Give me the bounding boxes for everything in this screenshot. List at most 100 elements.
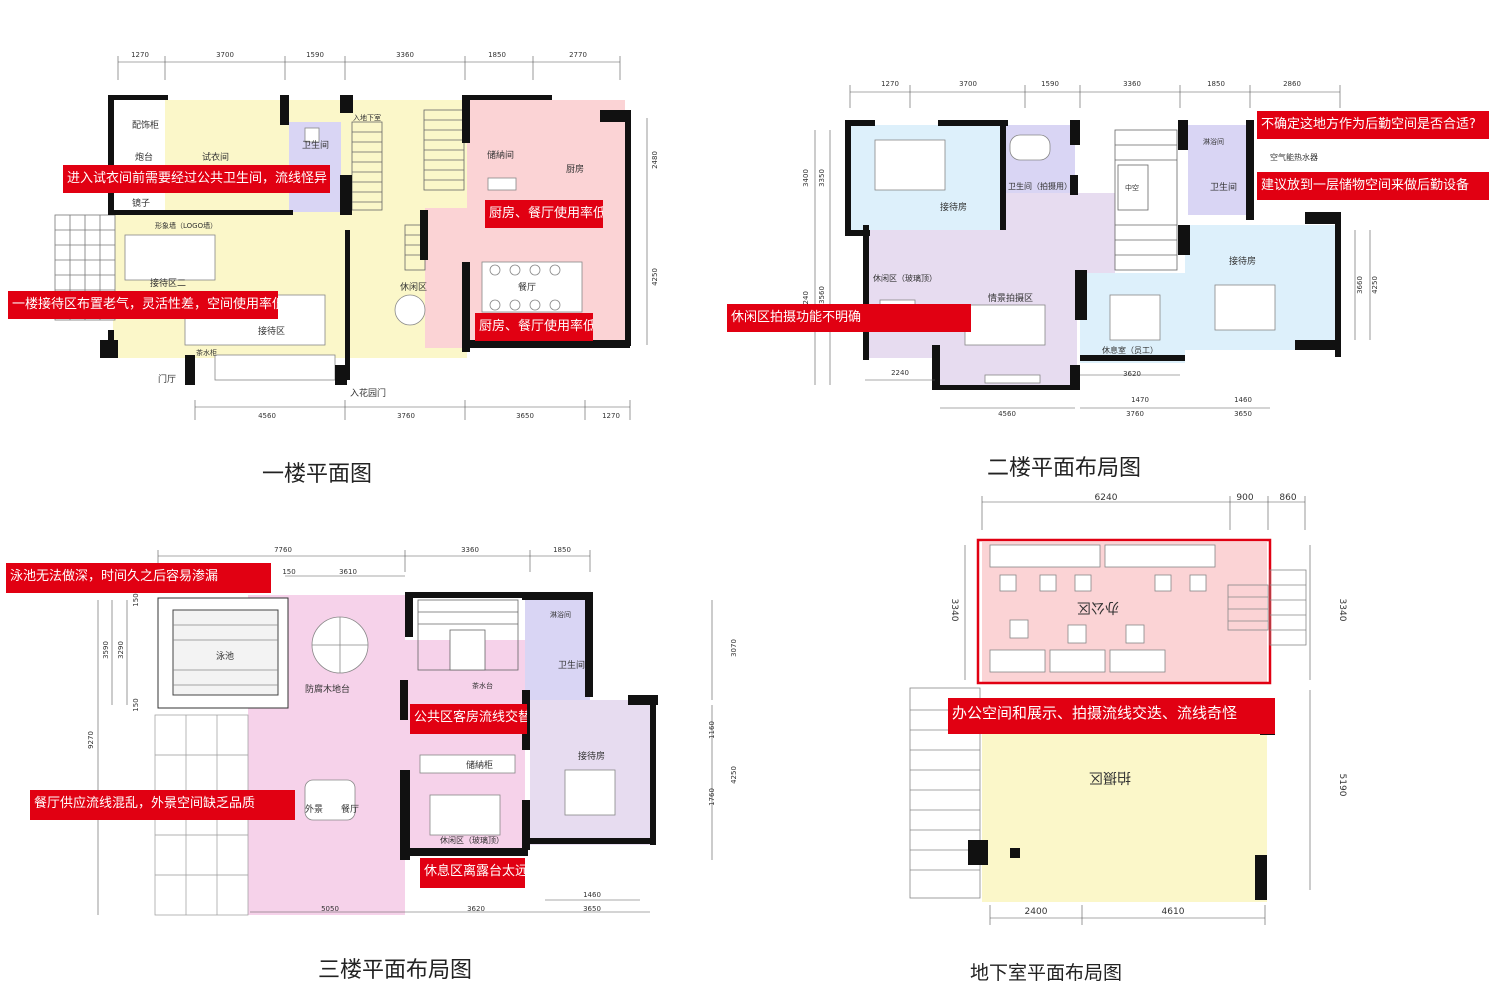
floor3-dimension-labels: 7760 3360 1850 150 3610 9270 3590 3290 1… [87,546,738,913]
floor2-dim-top-4: 3360 [1123,80,1141,88]
floor2-label-bathroom-shoot: 卫生间（拍摄用） [1008,181,1072,191]
floor3-note-pool: 泳池无法做深，时间久之后容易渗漏 [6,563,271,593]
floor3-pool [172,609,279,696]
basement-dim-bottom-2: 4610 [1162,907,1185,917]
floor3-label-dining: 餐厅 [341,803,359,815]
floor3-dim-top2-1: 150 [282,568,295,576]
floor1-note-kitchen-usage-2: 厨房、餐厅使用率低 [475,313,593,341]
floor2-label-staff-rest: 休息室（员工） [1102,345,1158,355]
floor2-label-lounge-glass: 休闲区（玻璃顶） [873,273,937,283]
basement-desks [989,544,1216,673]
floor3-pool-lines [173,624,278,686]
floor2-dim-bottom-7: 3650 [1234,410,1252,418]
floor1-label-display-cabinet: 配饰柜 [132,119,159,131]
floor2-bathroom-fill [1188,125,1246,215]
floor1-note-fitting-room-flow: 进入试衣间前需要经过公共卫生间，流线怪异 [63,165,330,193]
floor3-dim-bottom-1: 5050 [321,905,339,913]
floor1-plan: 配饰柜 炮台 试衣间 卫生间 入地下室 储納间 厨房 镜子 形象墙（LOGO墙）… [54,51,659,420]
floor1-label-reception2: 接待区二 [150,277,186,289]
floor3-dim-top2-2: 3610 [339,568,357,576]
basement-dim-top-2: 900 [1236,493,1253,503]
floor2-room-labels: 接待房 卫生间（拍摄用） 中空 淋浴间 空气能热水器 卫生间 休闲区（玻璃顶） … [873,137,1318,355]
floor3-dimension-lines [97,550,713,915]
floor2-label-atrium: 中空 [1125,183,1139,192]
basement-dim-left-1: 3340 [949,599,959,622]
floor2-dim-left-3: 4240 [802,291,810,309]
floor2-dim-right-1: 3660 [1356,276,1364,294]
basement-plan: 办公区 拍摄区 6240 900 860 3340 3340 5190 2400… [909,493,1347,925]
floor2-dim-top-5: 1850 [1207,80,1225,88]
floor1-label-platform: 炮台 [135,151,153,163]
floor1-dim-top-6: 2770 [569,51,587,59]
basement-label-office: 办公区 [1077,599,1119,615]
floor3-dim-bottom-4: 3650 [583,905,601,913]
floor3-label-lounge-glass: 休闲区（玻璃顶） [440,835,504,845]
floor1-label-to-basement: 入地下室 [353,113,381,122]
floor2-label-reception-a: 接待房 [940,201,967,213]
floor1-label-garden-door: 入花园门 [350,387,386,399]
floor1-dim-top-2: 3700 [216,51,234,59]
floor3-label-tea-bar: 茶水台 [472,681,493,690]
floor2-dim-top-2: 3700 [959,80,977,88]
floor3-label-outdoor: 外景 [305,803,323,815]
floor3-label-pool: 泳池 [216,650,234,662]
floor3-dim-left-4: 150 [132,593,140,606]
floor1-walls [100,95,631,385]
floor1-label-bathroom: 卫生间 [302,139,329,151]
basement-dim-top-3: 860 [1279,493,1296,503]
floor3-dim-top-3: 1850 [553,546,571,554]
floor2-label-reception-b: 接待房 [1229,255,1256,267]
basement-dim-bottom-1: 2400 [1025,907,1048,917]
floor1-dim-top-4: 3360 [396,51,414,59]
floor3-label-storage-cabinet: 储納柜 [466,759,493,771]
floor3-label-deck: 防腐木地台 [305,683,350,695]
basement-note-office-flow: 办公空间和展示、拍摄流线交迭、流线奇怪 [948,698,1275,734]
floor3-dim-left-1: 9270 [87,731,95,749]
floor2-dim-bottom-4: 3760 [1126,410,1144,418]
basement-room-labels: 办公区 拍摄区 [1077,599,1131,785]
floor1-dim-bottom-4: 1270 [602,412,620,420]
floor2-hall-fill [1003,193,1115,273]
floor2-caption: 二楼平面布局图 [987,456,1142,481]
floor2-dim-left-1: 3400 [802,169,810,187]
floor3-dim-bottom-3: 1460 [583,891,601,899]
floor3-note-public-flow: 公共区客房流线交替 [410,704,527,734]
floor1-dim-right-2: 4250 [651,268,659,286]
floor1-dimension-labels: 1270 3700 1590 3360 1850 2770 4560 3760 … [131,51,659,420]
floor3-furniture [304,616,616,836]
basement-stairs [909,569,1307,899]
floor2-dim-bottom-2: 4560 [998,410,1016,418]
floor1-label-mirror: 镜子 [132,197,150,209]
floor1-label-lounge: 休闲区 [400,281,427,293]
floor2-dimension-lines [814,85,1371,409]
floor3-dim-left-3: 3290 [117,641,125,659]
basement-dimension-lines [964,496,1311,925]
basement-dim-right-1: 3340 [1337,599,1347,622]
floor3-dim-right-1: 3070 [730,639,738,657]
floor1-label-tea-cabinet: 茶水柜 [196,348,217,357]
floor3-note-dining-flow: 餐厅供应流线混乱，外景空间缺乏品质 [30,790,295,820]
floor1-label-foyer: 门厅 [158,373,176,385]
floor2-label-bathroom: 卫生间 [1210,181,1237,193]
floor3-bathroom-fill [525,600,590,700]
floor1-dim-bottom-3: 3650 [516,412,534,420]
floor1-label-kitchen: 厨房 [566,163,584,175]
floor1-furniture [124,127,583,381]
basement-dim-right-2: 5190 [1337,774,1347,797]
floor3-note-rest-area: 休息区离露台太远 [420,858,525,888]
floor2-label-heat-pump: 空气能热水器 [1270,152,1318,162]
floor1-dim-top-5: 1850 [488,51,506,59]
floor2-dim-bottom-5: 1470 [1131,396,1149,404]
floor3-dim-top-1: 7760 [274,546,292,554]
floor3-room-labels: 泳池 防腐木地台 淋浴间 卫生间 茶水台 储納柜 接待房 外景 餐厅 休闲区（玻… [216,610,605,845]
floor1-dim-top-3: 1590 [306,51,324,59]
floor2-lounge-fill [865,230,937,358]
floor3-label-bathroom: 卫生间 [558,659,585,671]
floor3-dim-right-4: 1760 [708,788,716,806]
floor1-label-fitting-room: 试衣间 [202,151,229,163]
floor3-stairs [417,599,519,671]
floor1-dim-bottom-2: 3760 [397,412,415,420]
basement-shoot-fill [982,712,1267,902]
floor2-plan: 接待房 卫生间（拍摄用） 中空 淋浴间 空气能热水器 卫生间 休闲区（玻璃顶） … [802,80,1379,418]
